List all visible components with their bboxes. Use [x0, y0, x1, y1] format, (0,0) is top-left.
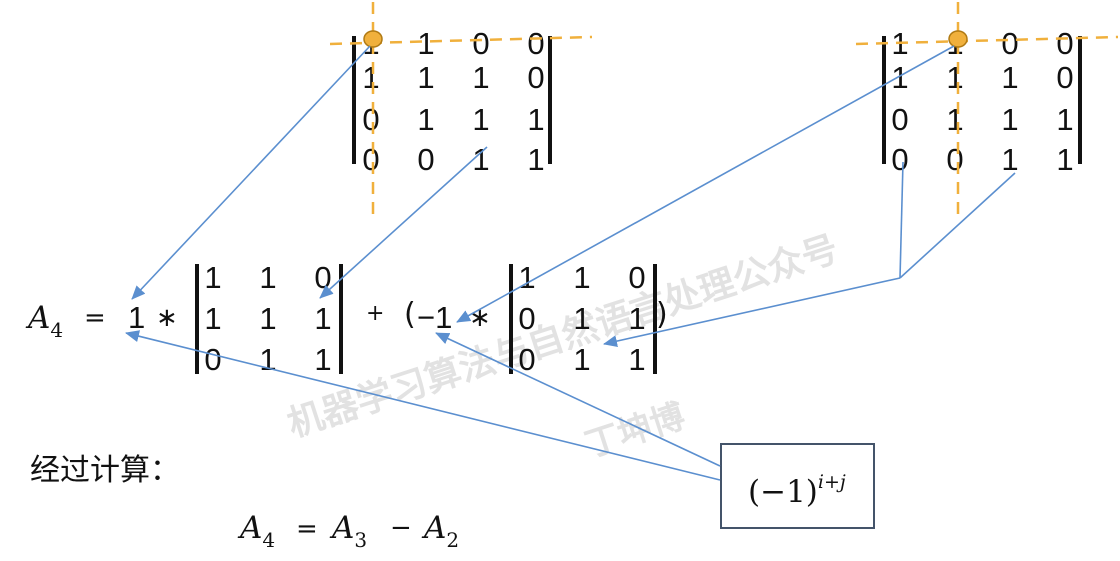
- matrix-cell: 1: [472, 60, 490, 95]
- matrix-cell: 1: [1056, 102, 1074, 137]
- matrix-left-bar: [509, 264, 513, 374]
- matrix-cell: 1: [472, 142, 490, 177]
- matrix-cell: 0: [1056, 26, 1074, 61]
- cofactor-coefficient-1: 1: [128, 300, 146, 335]
- matrix-cell: 1: [573, 342, 591, 377]
- matrix-left-bar: [352, 36, 356, 164]
- matrix-cell: 0: [946, 142, 964, 177]
- matrix-cell: 1: [1001, 102, 1019, 137]
- matrix-cell: 1: [362, 60, 380, 95]
- matrix-left-bar: [195, 264, 199, 374]
- result-equals-sign: =: [296, 514, 318, 544]
- matrix-cell: 1: [314, 342, 332, 377]
- arrow-submatrix-to-minor2: [603, 277, 901, 348]
- result-term2-subscript: 2: [446, 528, 460, 552]
- arrow-sign-to-coef2: [435, 332, 721, 467]
- matrix-right-bar: [653, 264, 657, 374]
- matrix-cell: 1: [1001, 60, 1019, 95]
- matrix-cell: 1: [417, 26, 435, 61]
- matrix-cell: 1: [1056, 142, 1074, 177]
- matrix-cell: 1: [573, 260, 591, 295]
- result-term1: A3: [332, 510, 367, 551]
- arrow-pivot-to-coef1: [131, 45, 371, 300]
- open-paren: (: [404, 297, 416, 332]
- arrow-pivot-to-coef2: [456, 45, 955, 323]
- result-term2: A2: [424, 510, 459, 551]
- close-paren: ): [656, 297, 668, 332]
- matrix-cell: 1: [891, 60, 909, 95]
- pivot-marker-right: [948, 30, 968, 48]
- matrix-cell: 1: [573, 301, 591, 336]
- matrix-cell: 0: [472, 26, 490, 61]
- result-lhs-subscript: 4: [262, 528, 276, 552]
- lhs-subscript: 4: [50, 318, 64, 342]
- arrow-stem-from-col4: [899, 172, 1016, 279]
- matrix-right-bar: [1078, 36, 1082, 164]
- matrix-cell: 0: [1001, 26, 1019, 61]
- matrix-right-bar: [548, 36, 552, 164]
- row-guide-right: [855, 35, 1119, 46]
- expansion-lhs: A4: [28, 300, 63, 341]
- matrix-cell: 1: [946, 60, 964, 95]
- matrix-cell: 1: [527, 102, 545, 137]
- matrix-cell: 0: [628, 260, 646, 295]
- pivot-marker-left: [363, 30, 383, 48]
- matrix-cell: 1: [417, 60, 435, 95]
- matrix-cell: 0: [891, 142, 909, 177]
- matrix-cell: 1: [204, 301, 222, 336]
- matrix-cell: 1: [1001, 142, 1019, 177]
- sign-factor-expression: (−1)i+j: [748, 473, 846, 510]
- result-term1-subscript: 3: [354, 528, 368, 552]
- arrow-submatrix-to-minor1: [319, 146, 488, 299]
- matrix-cell: 0: [527, 60, 545, 95]
- matrix-right-bar: [339, 264, 343, 374]
- matrix-cell: 0: [891, 102, 909, 137]
- result-term1-symbol: A: [332, 510, 355, 546]
- matrix-cell: 0: [417, 142, 435, 177]
- result-term2-symbol: A: [424, 510, 447, 546]
- matrix-cell: 0: [1056, 60, 1074, 95]
- arrow-stem-from-col1: [899, 161, 904, 279]
- matrix-cell: 0: [362, 102, 380, 137]
- matrix-cell: 1: [417, 102, 435, 137]
- matrix-cell: 1: [259, 301, 277, 336]
- result-lhs-symbol: A: [240, 510, 263, 546]
- arrow-sign-to-coef1: [125, 330, 721, 481]
- sign-factor-exponent: i+j: [817, 471, 846, 493]
- matrix-cell: 0: [527, 26, 545, 61]
- matrix-cell: 1: [946, 102, 964, 137]
- matrix-cell: 0: [518, 342, 536, 377]
- plus-sign: +: [366, 301, 385, 326]
- matrix-cell: 1: [259, 260, 277, 295]
- multiply-sign-1: ∗: [156, 303, 178, 333]
- result-lhs: A4: [240, 510, 275, 551]
- matrix-cell: 1: [204, 260, 222, 295]
- result-minus-sign: −: [390, 513, 412, 543]
- matrix-cell: 1: [628, 342, 646, 377]
- sign-factor-base: (−1): [748, 474, 818, 510]
- calculation-label: 经过计算：: [30, 453, 180, 488]
- sign-factor-box: (−1)i+j: [720, 443, 875, 529]
- matrix-left-bar: [882, 36, 886, 164]
- matrix-cell: 1: [628, 301, 646, 336]
- matrix-cell: 0: [518, 301, 536, 336]
- matrix-cell: 1: [527, 142, 545, 177]
- matrix-cell: 0: [204, 342, 222, 377]
- cofactor-coefficient-2: −1: [417, 300, 453, 335]
- equals-sign: =: [84, 303, 106, 333]
- lhs-symbol: A: [28, 300, 51, 336]
- matrix-cell: 1: [472, 102, 490, 137]
- matrix-cell: 0: [362, 142, 380, 177]
- matrix-cell: 1: [314, 301, 332, 336]
